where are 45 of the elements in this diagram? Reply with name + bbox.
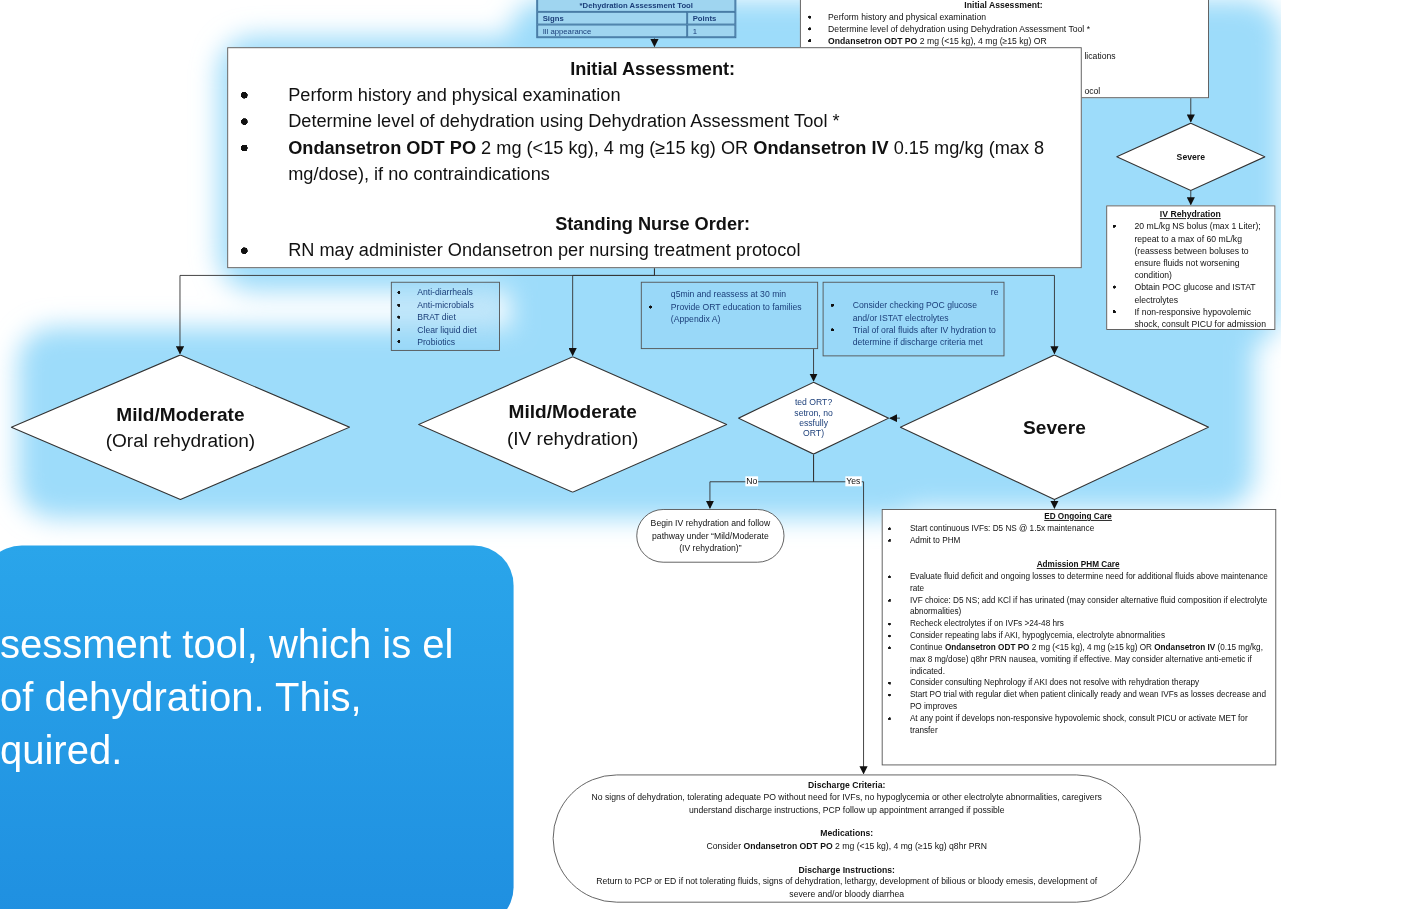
process-box xyxy=(1106,205,1276,330)
decision-diamond xyxy=(418,356,728,493)
callout-panel xyxy=(0,545,514,909)
decision-diamond xyxy=(899,354,1209,500)
process-box xyxy=(227,47,1082,269)
partial-text: essfully xyxy=(799,418,828,429)
callout-text: sessment tool, which is el of dehydration. This, quired. xyxy=(0,620,455,774)
edge-label: Yes xyxy=(845,476,862,487)
decision-label: Severe xyxy=(1023,415,1086,440)
assessment-table xyxy=(536,0,737,39)
partial-text: re xyxy=(990,285,999,298)
heading: Discharge Instructions: xyxy=(797,863,896,876)
heading: Medications: xyxy=(819,827,875,840)
heading: ED Ongoing Care xyxy=(1043,510,1113,523)
heading: IV Rehydration xyxy=(1158,208,1222,221)
partial-text: setron, no xyxy=(794,407,833,419)
decision-diamond xyxy=(738,381,889,455)
partial-text: ted ORT? xyxy=(794,397,833,408)
process-box xyxy=(822,281,1005,357)
process-box xyxy=(390,281,500,351)
decision-diamond xyxy=(1116,122,1266,191)
heading: Discharge Criteria: xyxy=(807,779,887,792)
body-text: No signs of dehydration, tolerating adequate PO without need for IVFs, no hypoglycemia or other electrolyte abnormalities, caregivers understand discharge instructions, PCP follow up appointment arranged if possible xyxy=(590,791,1103,816)
body-text: Begin IV rehydration and follow pathway under “Mild/Moderate (IV rehydration)” xyxy=(649,517,772,555)
decision-subtitle: (IV rehydration) xyxy=(506,426,639,451)
decision-diamond xyxy=(10,354,350,500)
list-text: q5min and reassess at 30 min xyxy=(669,288,788,301)
decision-label: Mild/Moderate xyxy=(508,399,637,424)
decision-label: Severe xyxy=(1176,150,1205,163)
partial-text: ORT) xyxy=(803,428,824,439)
decision-label: Mild/Moderate xyxy=(116,402,245,427)
heading: Initial Assessment: xyxy=(963,0,1044,11)
arrow xyxy=(1050,499,1059,509)
process-box xyxy=(881,509,1277,766)
heading: Admission PHM Care xyxy=(1035,559,1121,571)
body-text: Return to PCP or ED if not tolerating fluids, signs of dehydration, lethargy, development of bilious or bloody emesis, development of severe and/or bloody diarrhea xyxy=(595,875,1099,901)
heading: Standing Nurse Order: xyxy=(554,212,752,236)
heading: Initial Assessment: xyxy=(569,57,737,81)
body-text: Consider Ondansetron ODT PO 2 mg (<15 kg), 4 mg (≥15 kg) q8hr PRN xyxy=(705,839,988,852)
arrow xyxy=(650,37,659,48)
partial-text: ocol xyxy=(1084,84,1101,97)
partial-text: lications xyxy=(1084,50,1116,62)
decision-subtitle: (Oral rehydration) xyxy=(105,428,256,453)
edge-label: No xyxy=(745,476,759,487)
process-box xyxy=(640,281,819,350)
